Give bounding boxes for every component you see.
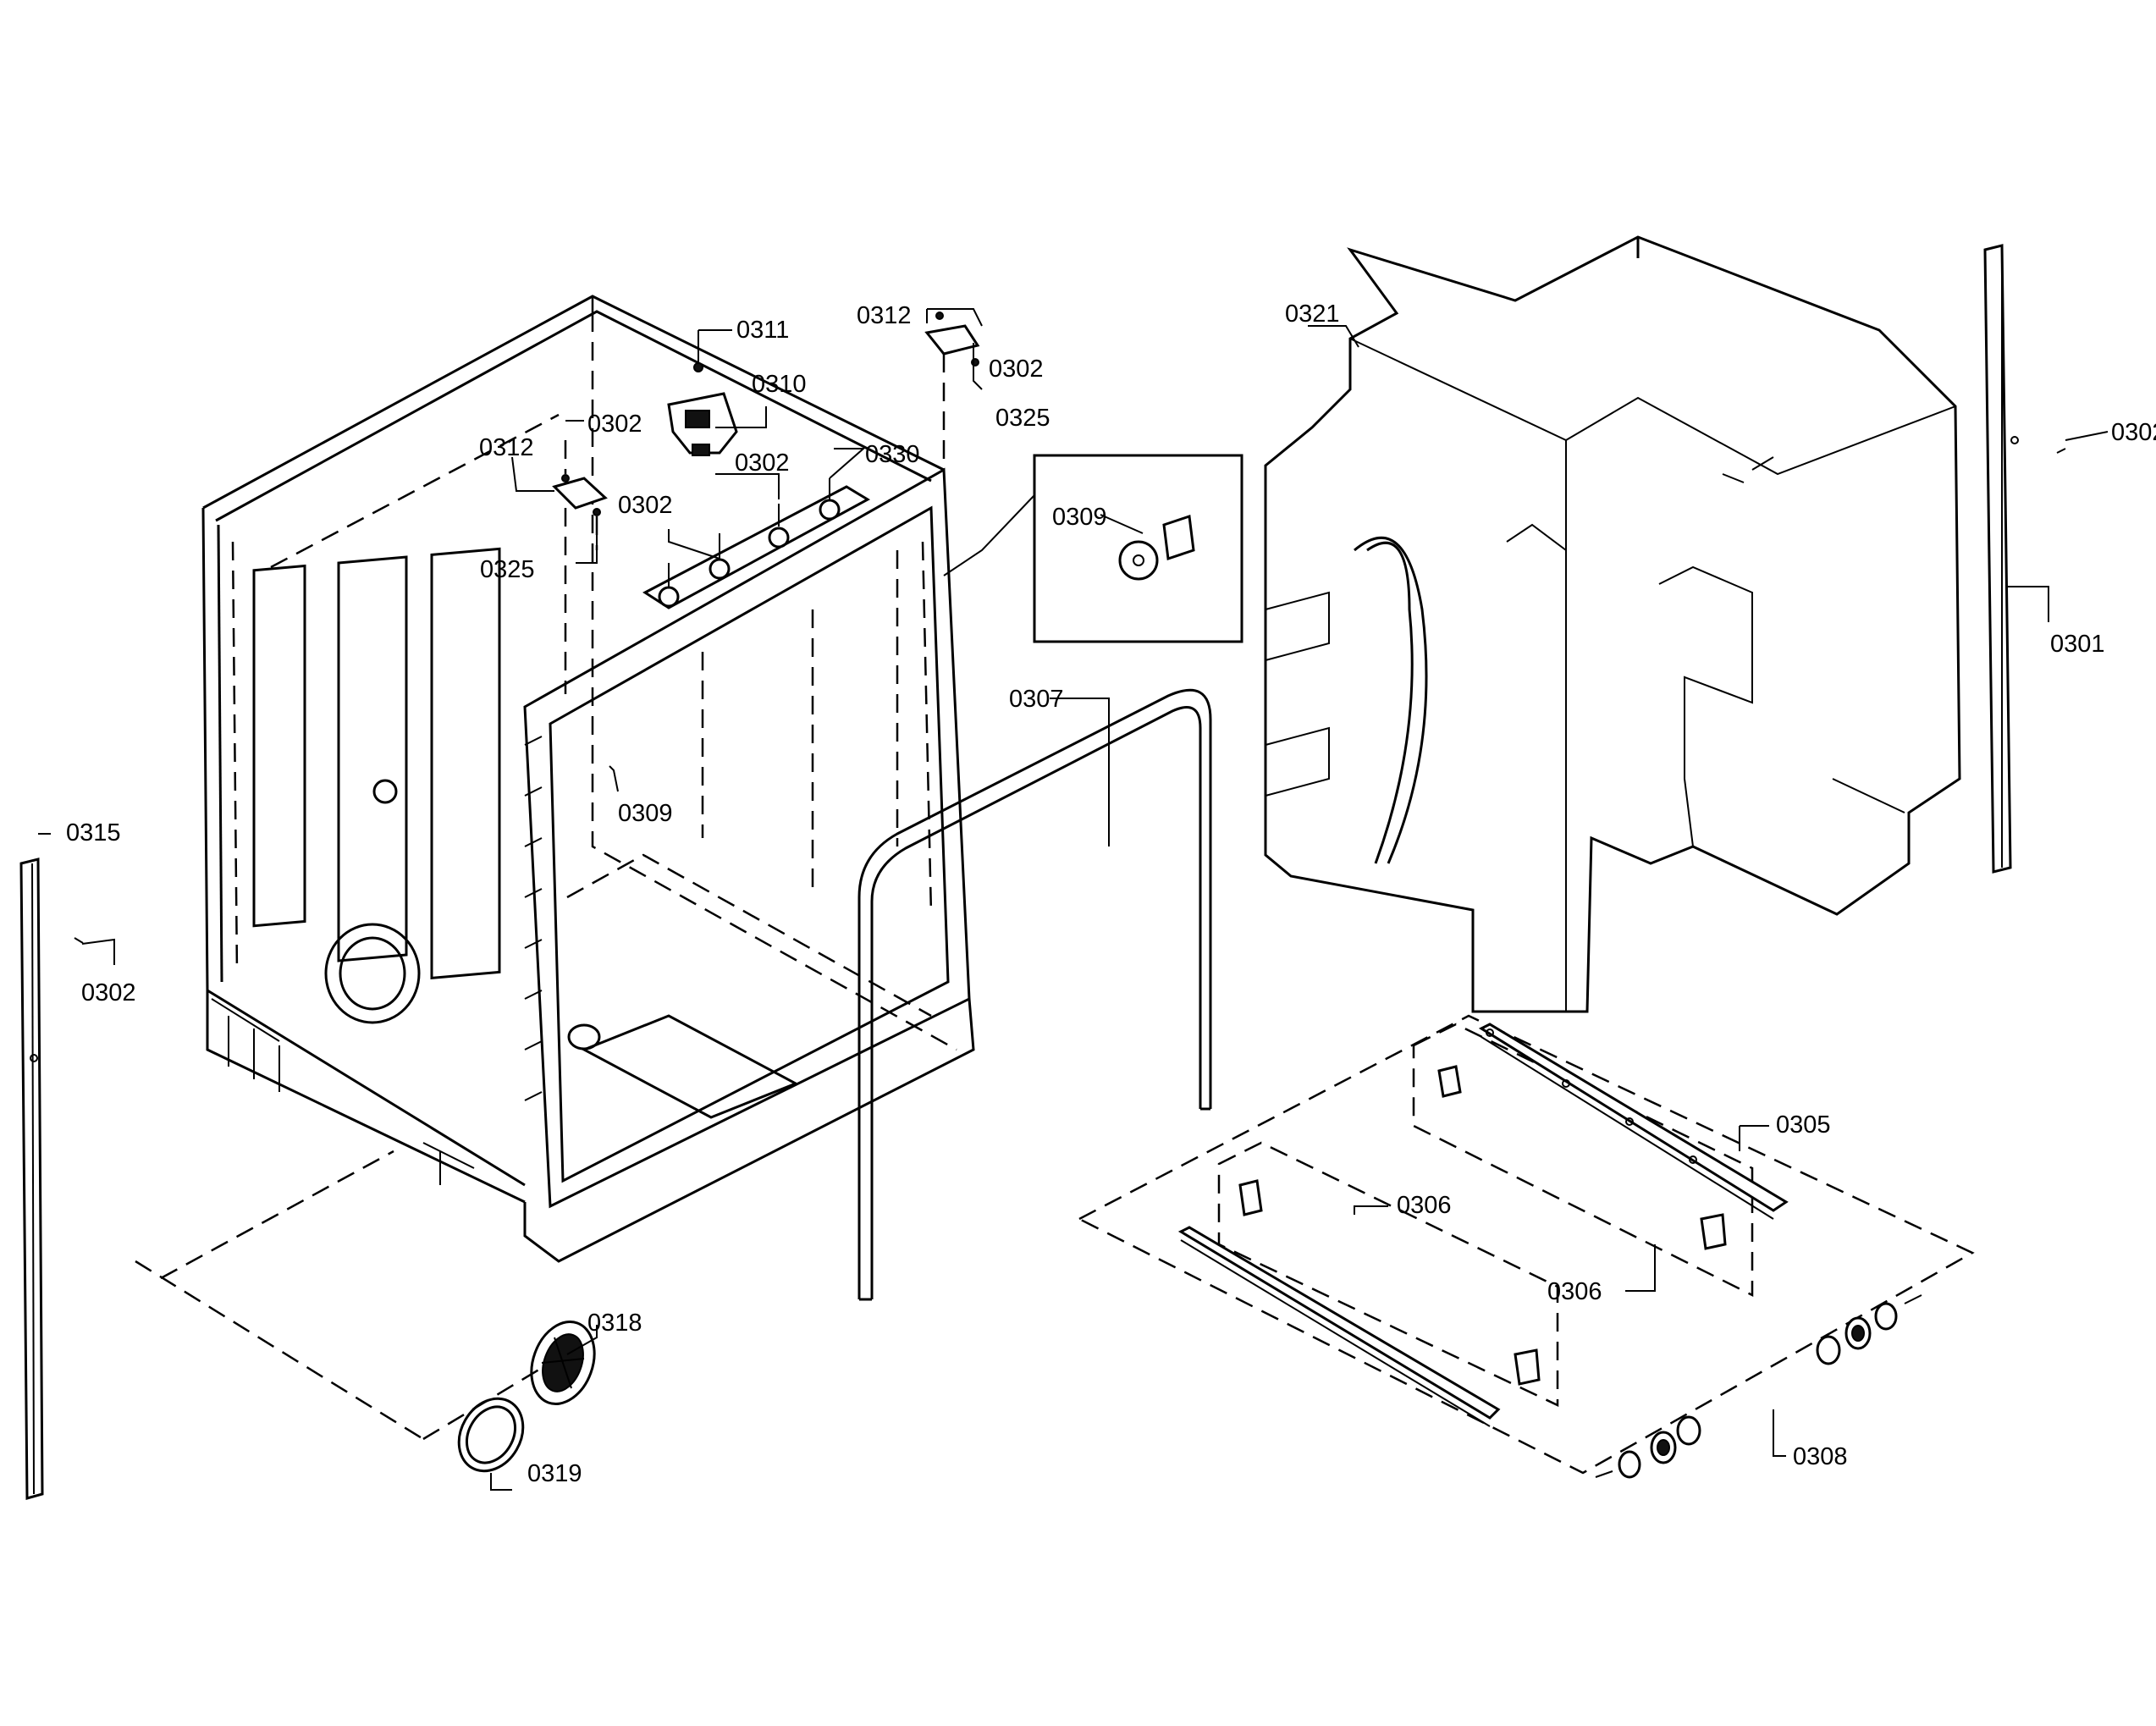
insulation-blanket — [1264, 235, 1961, 1013]
label-0318: 0318 — [587, 1310, 642, 1337]
label-0309-tub: 0309 — [618, 800, 673, 827]
label-0302-top-left: 0302 — [587, 411, 642, 438]
door-seal — [857, 688, 1212, 1301]
label-0319: 0319 — [527, 1460, 582, 1487]
label-0307: 0307 — [1009, 686, 1064, 713]
label-0330: 0330 — [865, 441, 920, 468]
label-0310: 0310 — [752, 371, 807, 398]
label-0306-lower: 0306 — [1547, 1278, 1602, 1305]
inset-0309 — [943, 454, 1243, 643]
label-0306-upper: 0306 — [1397, 1192, 1452, 1219]
label-0325-right: 0325 — [995, 405, 1050, 432]
side-trim-left — [19, 857, 84, 1500]
label-0302-top-right: 0302 — [989, 356, 1044, 383]
label-0311: 0311 — [736, 317, 789, 344]
label-0302-mid: 0302 — [735, 449, 790, 477]
label-0301: 0301 — [2050, 631, 2105, 658]
label-0302-right: 0302 — [2111, 419, 2156, 446]
label-0315: 0315 — [66, 819, 121, 846]
label-0305: 0305 — [1776, 1111, 1831, 1139]
label-0308: 0308 — [1793, 1443, 1848, 1470]
label-0312-right: 0312 — [857, 302, 912, 329]
label-0325-left: 0325 — [480, 556, 535, 583]
side-trim-right — [1983, 244, 2066, 874]
leader-lines — [38, 308, 2109, 1491]
label-0302-left: 0302 — [81, 979, 136, 1006]
side-panels — [252, 547, 501, 980]
base-rails — [1077, 1014, 1975, 1479]
part-labels: 0311 0310 0312 0302 0302 0302 0330 0325 … — [66, 301, 2156, 1487]
label-0321: 0321 — [1285, 301, 1340, 328]
top-hardware — [552, 312, 980, 694]
drain-parts — [135, 1150, 596, 1473]
label-0312-left: 0312 — [479, 434, 534, 461]
label-0302-mid-left: 0302 — [618, 492, 673, 519]
label-0309-inset: 0309 — [1052, 504, 1107, 531]
